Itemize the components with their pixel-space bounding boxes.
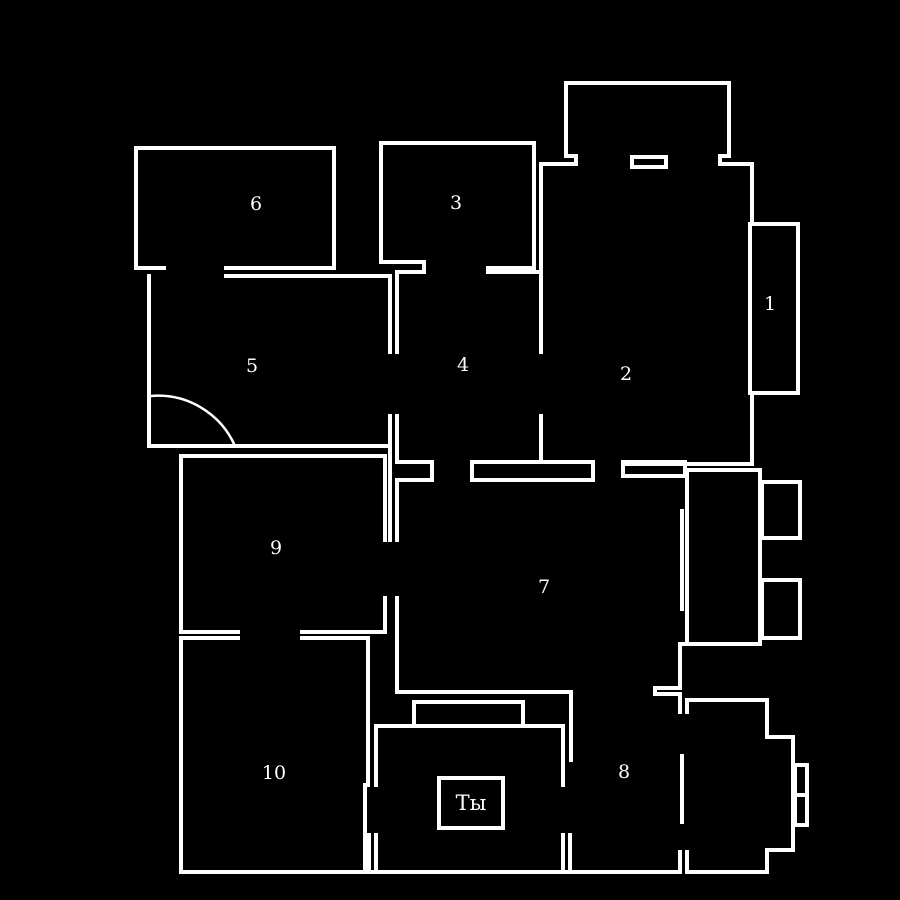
walls-center-room: [367, 700, 572, 874]
room-labels: 1 2 3 4 5 6 7 8 9 10: [246, 192, 776, 784]
walls-room-9: [179, 454, 387, 634]
walls-room-4: [388, 270, 543, 542]
you-are-here-label: Ты: [456, 791, 487, 815]
room-label-3: 3: [450, 192, 462, 214]
room-label-9: 9: [270, 537, 282, 559]
door-swing-room-5: [150, 394, 237, 447]
room-label-7: 7: [538, 576, 550, 598]
room-label-2: 2: [620, 363, 632, 385]
walls-room-3: [379, 141, 536, 274]
walls-room-6: [134, 146, 336, 270]
room-label-8: 8: [618, 761, 630, 783]
room-label-4: 4: [457, 354, 469, 376]
walls-room-7: [395, 468, 689, 762]
walls-room-1: [748, 222, 800, 395]
walls-room-8: [568, 754, 684, 874]
room-label-5: 5: [246, 355, 258, 377]
walls-room-5: [147, 274, 392, 448]
room-label-10: 10: [262, 762, 286, 784]
you-are-here-marker: Ты: [437, 776, 505, 830]
room-label-1: 1: [764, 293, 776, 315]
walls-annex-7: [653, 468, 802, 714]
walls-room-2: [539, 81, 754, 466]
walls-annex-8: [685, 698, 809, 874]
walls-room-10: [179, 636, 370, 874]
room-label-6: 6: [250, 193, 262, 215]
